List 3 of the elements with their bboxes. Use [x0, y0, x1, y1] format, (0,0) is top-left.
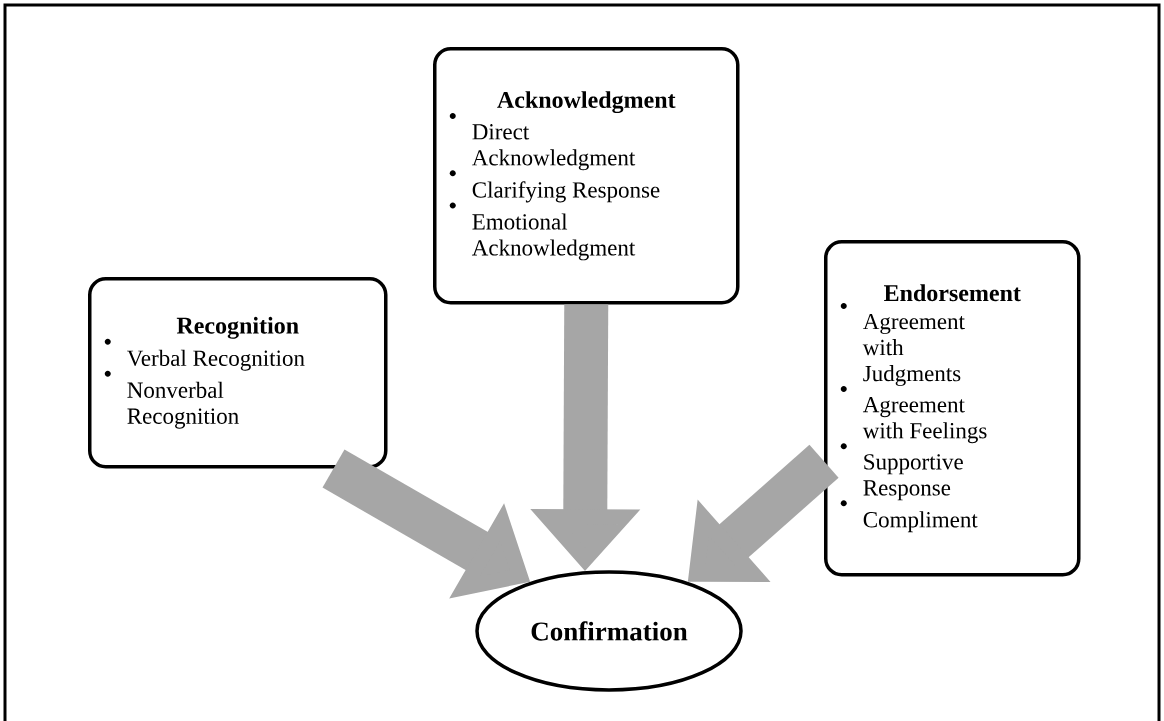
- category-box: Acknowledgment Direct Acknowledgment Clarifying Response Emotional Acknowledgment: [433, 47, 740, 305]
- category-box: Endorsement Agreement with Judgments Agreement with Feelings Supportive Response Compliment: [824, 240, 1081, 577]
- category-box: Recognition Verbal Recognition Nonverbal Recognition: [88, 277, 388, 469]
